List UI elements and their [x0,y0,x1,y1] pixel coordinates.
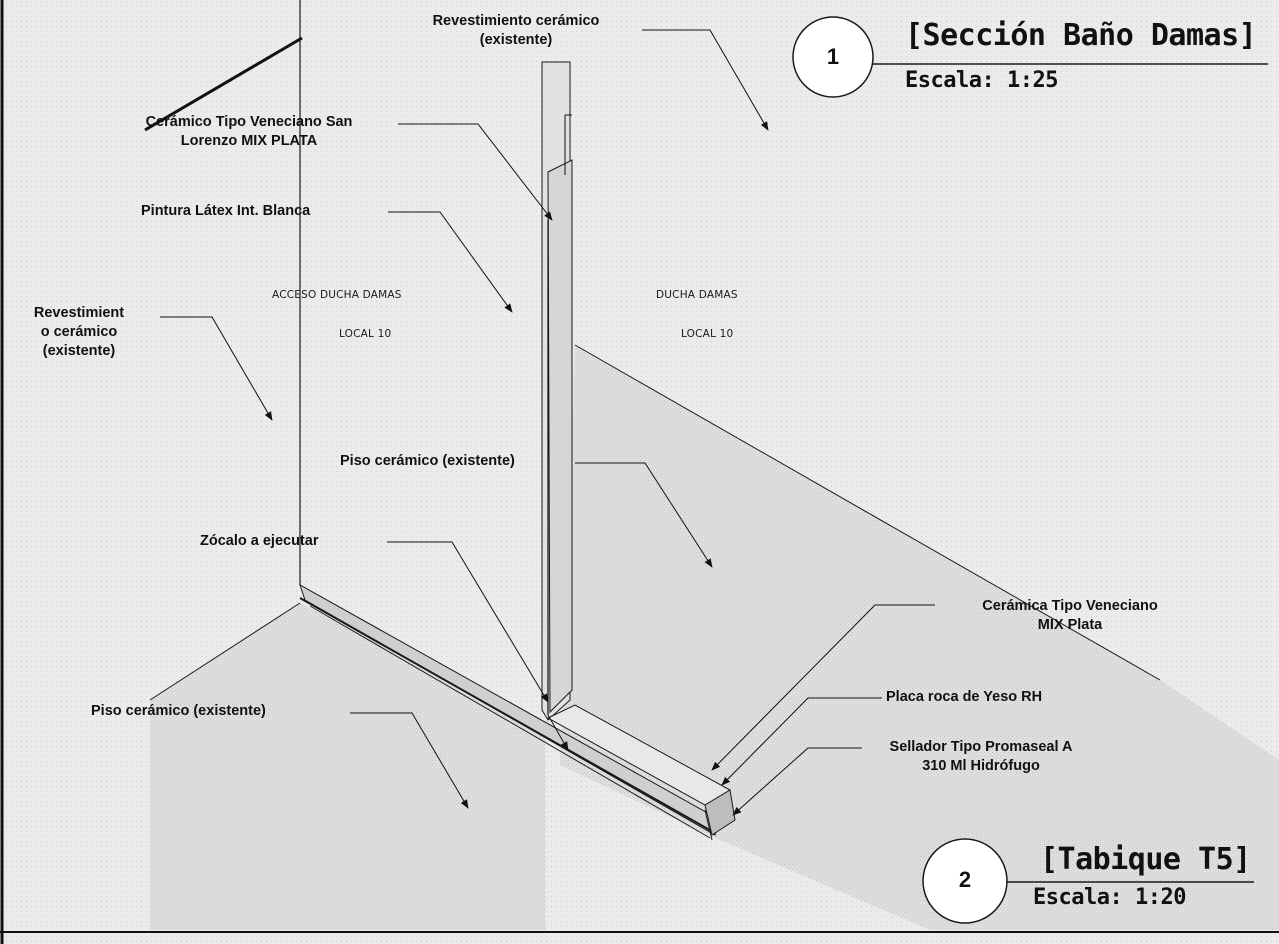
detail-2-scale: Escala: 1:20 [1033,885,1186,910]
label-piso-left: Piso cerámico (existente) [91,703,266,719]
label-pintura: Pintura Látex Int. Blanca [141,203,311,219]
floor-edges [149,344,1161,701]
label-revestimiento-top-line-2: (existente) [479,32,553,48]
label-piso-center: Piso cerámico (existente) [340,453,515,469]
detail-2-title: [Tabique T5] [1040,842,1251,877]
label-revestimiento-left-line-2: o cerámico [40,324,118,340]
detail-1-title: [Sección Baño Damas] [905,18,1257,53]
label-revestimiento-left: Revestimient o cerámico (existente) [4,304,154,361]
label-ceramica-veneciano-line-2: MIX Plata [1037,617,1103,633]
label-zocalo: Zócalo a ejecutar [200,533,319,549]
label-ceramica-veneciano-line-1: Cerámica Tipo Veneciano [982,598,1158,614]
zocalo-strip [299,583,736,841]
partition-wall [541,61,573,721]
room-right-local: LOCAL 10 [681,328,734,340]
left-corner-diagonal [144,36,303,132]
detail-marker-1 [792,16,1268,98]
room-right-name: DUCHA DAMAS [656,289,738,301]
room-left-local: LOCAL 10 [339,328,392,340]
label-sellador-line-2: 310 Ml Hidrófugo [922,758,1040,774]
leader-lines [160,29,935,816]
label-ceramica-veneciano: Cerámica Tipo Veneciano MIX Plata [935,597,1205,635]
label-ceramico-veneciano: Cerámico Tipo Veneciano San Lorenzo MIX … [100,113,398,151]
label-revestimiento-top-line-1: Revestimiento cerámico [432,13,600,29]
label-ceramico-veneciano-line-1: Cerámico Tipo Veneciano San [145,114,353,130]
room-left-name: ACCESO DUCHA DAMAS [272,289,402,301]
detail-marker-2 [922,838,1254,924]
detail-1-number: 1 [826,44,840,69]
detail-1-scale: Escala: 1:25 [905,68,1058,93]
label-ceramico-veneciano-line-2: Lorenzo MIX PLATA [180,133,318,149]
label-sellador-line-1: Sellador Tipo Promaseal A [889,739,1073,755]
label-placa: Placa roca de Yeso RH [886,689,1043,705]
label-revestimiento-left-line-3: (existente) [42,343,116,359]
label-revestimiento-left-line-1: Revestimient [33,305,125,321]
floor-right [560,345,1279,930]
label-revestimiento-top: Revestimiento cerámico (existente) [390,12,642,50]
detail-2-number: 2 [958,867,972,892]
label-sellador: Sellador Tipo Promaseal A 310 Ml Hidrófu… [865,738,1097,776]
